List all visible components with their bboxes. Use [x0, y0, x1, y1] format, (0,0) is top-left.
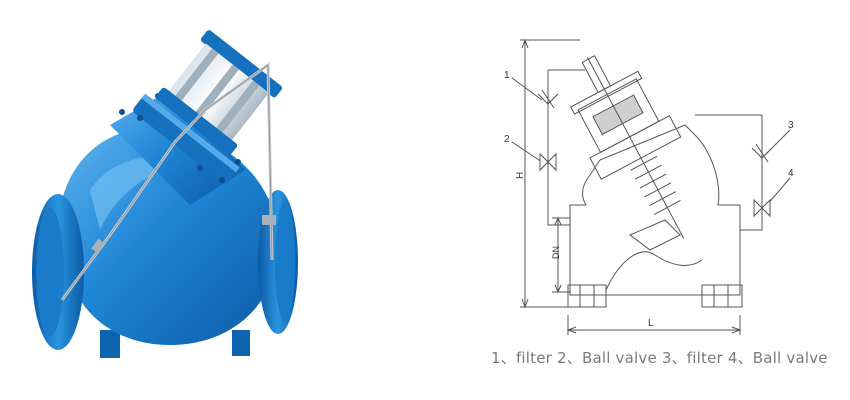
callout-1: 1: [504, 70, 510, 81]
valve-photo: [32, 30, 298, 358]
filter-1-symbol: [537, 89, 559, 109]
ball-valve-4-symbol: [753, 192, 771, 218]
drawing-body-outline: [569, 124, 741, 296]
callout-3: 3: [788, 120, 794, 131]
callout-2: 2: [504, 134, 510, 145]
valve-technical-drawing: 1 2 3 4 H DN L: [504, 38, 794, 335]
drawing-right-flange: [701, 284, 743, 308]
valve-body-highlight: [90, 156, 185, 230]
left-flange-face: [36, 208, 64, 336]
callout-4: 4: [788, 168, 794, 179]
right-pilot-line: [695, 114, 763, 231]
actuator-top-plate: [200, 30, 283, 98]
left-pilot-line: [547, 70, 570, 226]
drawing-stem: [586, 57, 685, 239]
dn-label: DN: [551, 246, 561, 259]
actuator-bottom-plate: [156, 87, 238, 155]
height-label: H: [515, 172, 526, 179]
bonnet-flange: [133, 95, 239, 184]
valve-foot-right: [232, 330, 250, 356]
pilot-filter: [91, 238, 105, 254]
valve-foot-left: [100, 330, 120, 358]
length-label: L: [648, 318, 654, 329]
ball-valve-2-symbol: [539, 146, 557, 172]
parts-caption: 1、filter 2、Ball valve 3、filter 4、Ball va…: [491, 349, 828, 367]
drawing-left-flange: [567, 284, 607, 308]
pilot-ball-valve: [262, 215, 276, 225]
right-flange-face: [275, 202, 295, 322]
filter-3-symbol: [751, 143, 773, 163]
